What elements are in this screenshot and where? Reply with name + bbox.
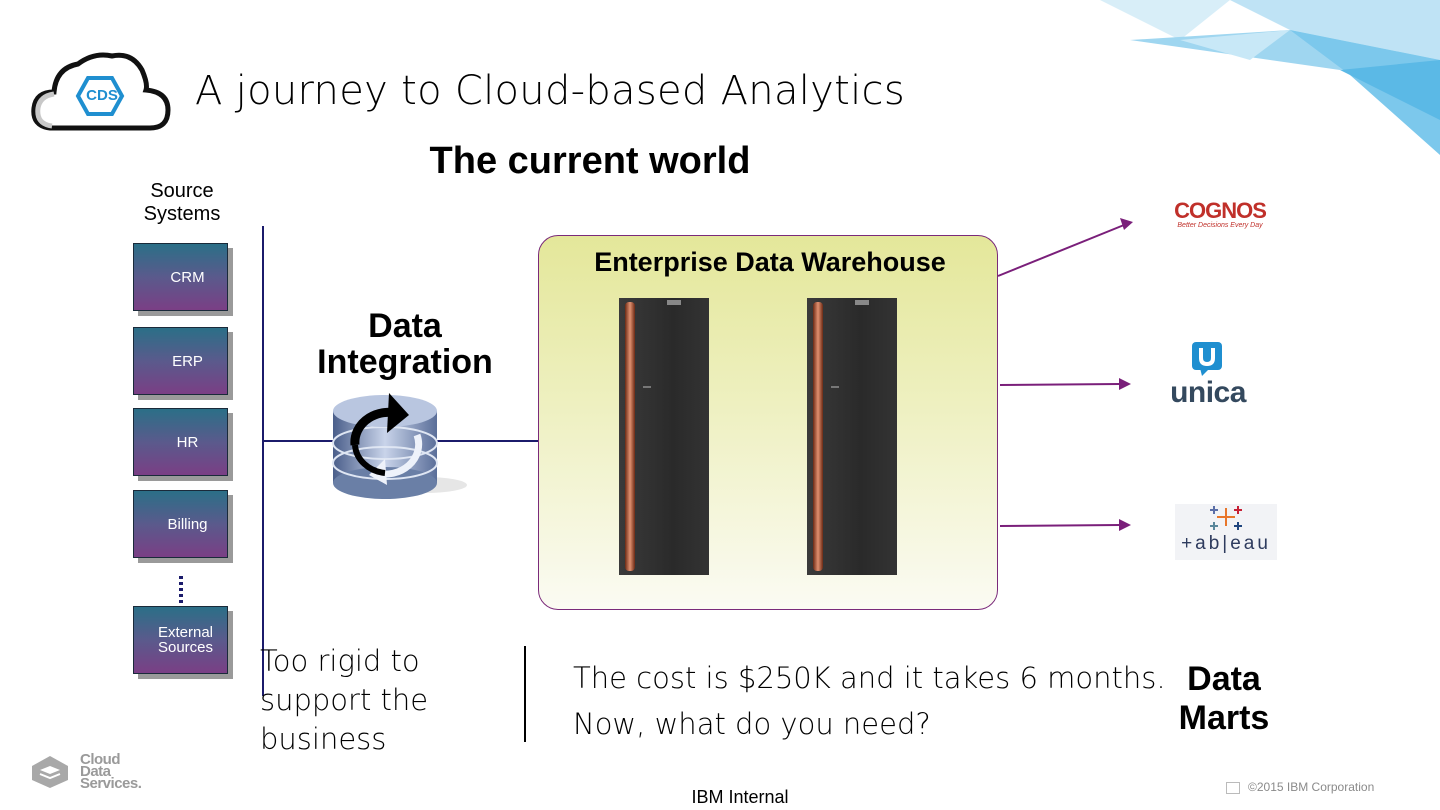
classification-label: IBM Internal [691,787,789,807]
source-box-erp: ERP [133,327,228,395]
source-connector-line [262,226,264,696]
unica-logo: unica [1168,340,1248,408]
data-integration-label: Data Integration [317,307,493,381]
tableau-wordmark: +ab|eau [1181,533,1271,554]
decorative-corner-shapes [1100,0,1440,155]
cost-note-line2: Now, what do you need? [573,707,931,741]
source-box-hr: HR [133,408,228,476]
arrow-to-tableau [999,524,1121,527]
rack-handle [643,386,651,388]
cost-note: The cost is $250K and it takes 6 months.… [573,655,1193,747]
data-marts-label: Data Marts [1178,660,1270,737]
data-integration-icon [332,393,467,499]
integration-connector-left [262,440,342,442]
rigid-note: Too rigid to support the business [260,644,429,756]
copyright-text: ©2015 IBM Corporation [1248,780,1375,794]
ibm-mini-logo [1226,782,1240,794]
rack-badge [855,300,869,305]
footer-brand-line3: Services. [80,775,142,792]
integration-connector-right [430,440,540,442]
cognos-logo: COGNOS Better Decisions Every Day [1170,198,1270,230]
rack-light-stripe [625,302,635,571]
cds-logo-text: CDS [86,87,118,104]
source-systems-heading: Source Systems [143,180,221,225]
unica-u-icon [1192,342,1222,376]
unica-wordmark: unica [1170,376,1246,409]
slide-title: A journey to Cloud-based Analytics [195,68,905,114]
notes-divider [524,646,526,742]
rack-handle [831,386,839,388]
ellipsis-dots [179,576,183,604]
warehouse-title: Enterprise Data Warehouse [594,247,946,277]
footer-brand-line1: Cloud [80,751,121,768]
footer-brand: Cloud Data Services. [80,751,142,792]
warehouse-output-arrows [997,218,1133,531]
footer-brand-line2: Data [80,763,111,780]
source-box-external: External Sources [133,606,228,674]
tableau-cross-icon [1210,506,1242,530]
cost-note-line1: The cost is $250K and it takes 6 months. [573,661,1166,695]
cds-cloud-logo [31,52,171,131]
source-box-crm: CRM [133,243,228,311]
slide-subtitle: The current world [429,140,751,182]
cloud-data-services-icon [32,756,68,788]
tableau-logo: +ab|eau [1175,504,1277,560]
rack-badge [667,300,681,305]
cognos-wordmark: COGNOS [1174,198,1267,223]
arrow-to-unica [999,383,1121,386]
source-box-billing: Billing [133,490,228,558]
arrow-to-cognos [997,224,1125,277]
enterprise-data-warehouse-panel [538,235,998,610]
rack-light-stripe [813,302,823,571]
server-rack-right [807,298,897,575]
server-rack-left [619,298,709,575]
cognos-tagline: Better Decisions Every Day [1177,222,1263,229]
